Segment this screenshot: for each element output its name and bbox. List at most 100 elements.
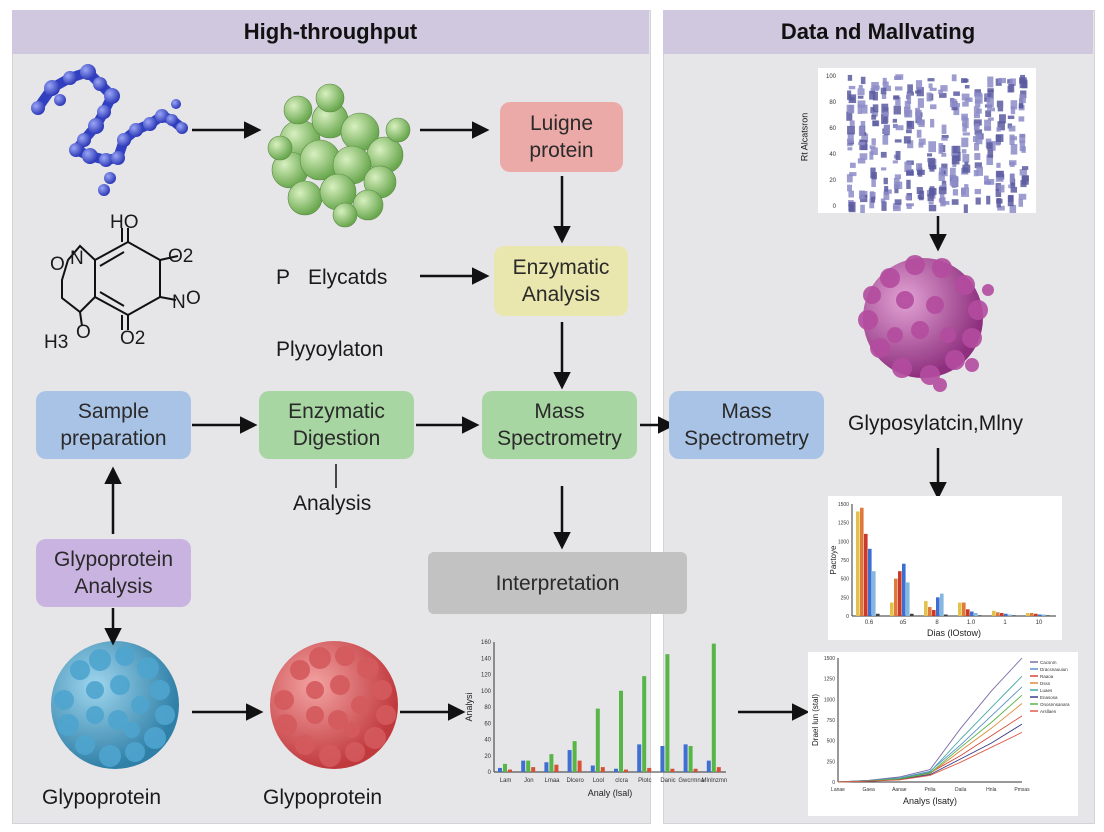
heatmap-cell xyxy=(871,114,877,120)
label-p: P xyxy=(276,266,291,289)
heatmap-cell xyxy=(987,117,994,121)
heatmap-cell xyxy=(930,118,935,128)
heatmap-cell xyxy=(996,127,1001,132)
atom-o2-bottom: O2 xyxy=(120,328,146,349)
heatmap-cell xyxy=(858,84,863,89)
chart1-bar xyxy=(693,768,698,772)
chart1-bar xyxy=(590,765,595,772)
chart2-bar xyxy=(872,571,876,616)
chart1-ytick: 0 xyxy=(488,770,492,776)
chart2-bar xyxy=(932,610,936,616)
atom-o-bottom: O xyxy=(76,322,91,343)
heatmap-cell xyxy=(986,142,993,150)
chart3-xtick: Hnla xyxy=(986,787,997,793)
heatmap-cell xyxy=(961,187,970,197)
chart2-bar xyxy=(876,613,880,616)
heatmap-cell xyxy=(880,87,887,95)
heatmap-ylabel: Rt Alcatsron xyxy=(799,112,810,162)
heatmap-cell xyxy=(997,121,1005,131)
heatmap-cell xyxy=(984,175,989,185)
chart1-ytick: 140 xyxy=(481,656,492,662)
chart3-xtick: Daila xyxy=(955,787,967,793)
heatmap-cell xyxy=(882,77,887,85)
flow-arrows xyxy=(104,121,947,721)
chart1-xlabel: Analy (lsal) xyxy=(588,788,633,798)
chart1-ytick: 20 xyxy=(484,754,491,760)
heatmap-cell xyxy=(961,137,969,148)
heatmap-cell xyxy=(950,175,957,184)
heatmap-cell xyxy=(904,161,912,172)
heatmap-cell xyxy=(848,204,855,212)
chart1-bar xyxy=(716,767,721,772)
chart3-ytick: 1250 xyxy=(824,677,835,683)
heatmap-cell xyxy=(884,185,889,195)
heatmap-cell xyxy=(847,184,853,192)
heatmap-cell xyxy=(927,153,933,157)
heatmap-cell xyxy=(1018,198,1024,207)
heatmap-cell xyxy=(973,119,982,126)
heatmap-cell xyxy=(858,141,865,146)
heatmap-cell xyxy=(846,104,854,113)
label-plyyoylaton: Plyyoylaton xyxy=(276,338,384,361)
glypoprotein-analysis-box: Glypoprotein Analysis xyxy=(36,539,191,607)
chart2-bar xyxy=(860,507,864,616)
heatmap-cell xyxy=(928,141,937,153)
chart2-bar xyxy=(864,533,868,616)
chart2-bar xyxy=(868,548,872,616)
heatmap-cell xyxy=(953,103,961,108)
right-header: Data nd Mallvating xyxy=(663,10,1093,54)
chart2-ytick: 750 xyxy=(841,558,850,564)
chart2-bar xyxy=(970,611,974,616)
chart3-series-line xyxy=(837,686,1023,783)
chart2-bar xyxy=(992,610,996,616)
chart3-ytick: 1500 xyxy=(824,656,835,662)
heatmap-cell xyxy=(1018,193,1027,200)
chart2-bar xyxy=(1008,614,1012,616)
heatmap-cell xyxy=(927,78,935,82)
heatmap-cell xyxy=(951,199,959,205)
heatmap-cell xyxy=(1019,136,1026,144)
heatmap-cell xyxy=(882,134,889,145)
mass-spectrometry-box-2: Mass Spectrometry xyxy=(669,391,824,459)
atom-o2-right: O2 xyxy=(168,246,194,267)
heatmap-cell xyxy=(984,126,992,131)
chart1-xtick: Mlnlnzmn xyxy=(702,778,728,784)
heatmap-cell xyxy=(987,149,994,158)
chart1-ytick: 60 xyxy=(484,721,491,727)
heatmap-cell xyxy=(1019,169,1027,176)
heatmap-cell xyxy=(892,118,897,123)
heatmap-cell xyxy=(927,157,936,163)
chart1-ytick: 120 xyxy=(481,673,492,679)
chart1-ylabel: Analysi xyxy=(464,692,474,721)
luigne-protein-box: Luigne protein xyxy=(500,102,623,172)
chart2-bar xyxy=(944,614,948,616)
heatmap-cell xyxy=(1010,136,1018,141)
heatmap-ytick: 100 xyxy=(826,74,837,80)
atom-h3: H3 xyxy=(44,332,69,353)
heatmap-cell xyxy=(872,85,880,90)
chart1-ytick: 100 xyxy=(481,689,492,695)
heatmap-cell xyxy=(999,114,1006,124)
heatmap-cell xyxy=(917,120,925,125)
heatmap-cell xyxy=(895,74,904,80)
chart1-bar xyxy=(544,762,549,772)
heatmap-cell xyxy=(973,114,981,119)
heatmap-cell xyxy=(974,143,980,151)
heatmap-cell xyxy=(1021,166,1029,170)
heatmap-cell xyxy=(903,136,911,144)
chart1-bar xyxy=(526,760,531,772)
chart2-ytick: 250 xyxy=(841,595,850,601)
sample-preparation-box: Sample preparation xyxy=(36,391,191,459)
teal-globule-icon xyxy=(51,641,179,769)
chart3-legend-label: Arsllaen xyxy=(1040,709,1057,714)
heatmap-cell xyxy=(986,195,991,205)
heatmap-cell xyxy=(926,92,932,102)
heatmap-cell xyxy=(1010,144,1018,155)
heatmap-cell xyxy=(996,162,1001,168)
heatmap-cell xyxy=(996,100,1004,108)
heatmap-cell xyxy=(847,132,854,144)
heatmap-cell xyxy=(987,107,995,112)
chart2-bar xyxy=(966,609,970,616)
magenta-globule-icon xyxy=(858,255,994,392)
